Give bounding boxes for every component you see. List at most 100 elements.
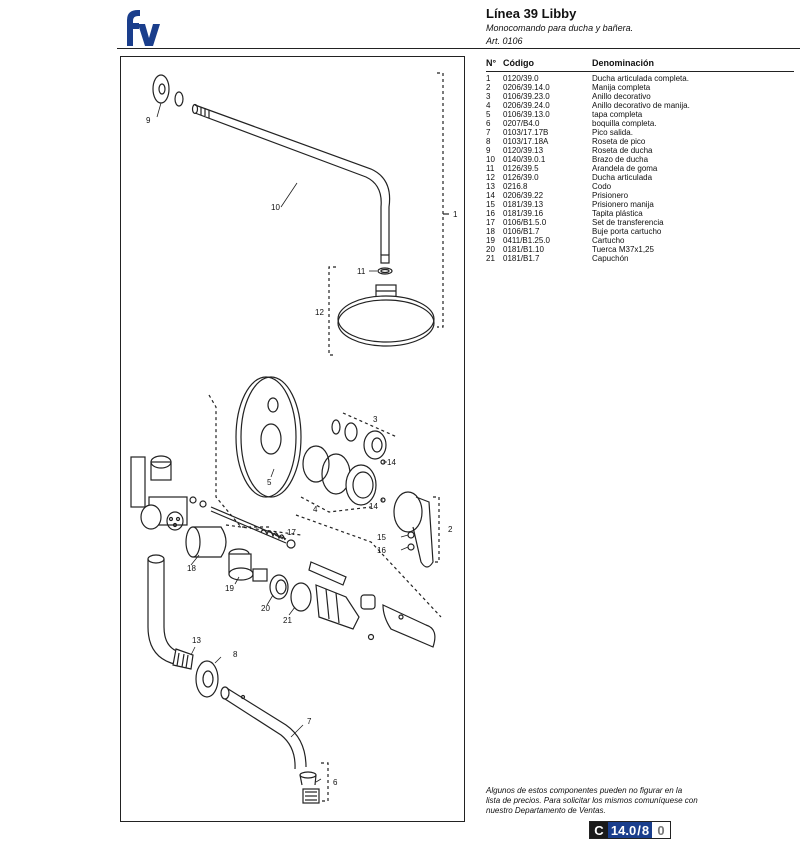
- table-row: 5 0106/39.13.0 tapa completa: [486, 110, 794, 119]
- valve-body-part: [130, 455, 188, 531]
- page-code-sub: 8: [641, 822, 650, 838]
- callout-4: 4: [313, 505, 318, 514]
- row-name: Ducha articulada: [592, 173, 653, 182]
- row-code: 0140/39.0.1: [503, 155, 546, 164]
- diverter-part: [308, 561, 436, 648]
- table-row: 3 0106/39.23.0 Anillo decorativo: [486, 92, 794, 101]
- page-code-tail: 0: [652, 822, 670, 838]
- row-code: 0120/39.0: [503, 74, 539, 83]
- row-number: 17: [486, 218, 495, 227]
- callout-3: 3: [373, 415, 378, 424]
- callout-14a: 14: [387, 458, 396, 467]
- table-row: 8 0103/17.18A Roseta de pico: [486, 137, 794, 146]
- footnote: Algunos de estos componentes pueden no f…: [486, 786, 698, 815]
- row-name: Roseta de ducha: [592, 146, 653, 155]
- spout-rosette-part: [195, 660, 219, 698]
- callout-6: 6: [333, 778, 338, 787]
- nut-part: [269, 574, 289, 600]
- row-number: 9: [486, 146, 491, 155]
- row-number: 19: [486, 236, 495, 245]
- row-code: 0216.8: [503, 182, 528, 191]
- callout-15: 15: [377, 533, 386, 542]
- row-code: 0103/17.18A: [503, 137, 549, 146]
- row-number: 2: [486, 83, 491, 92]
- row-name: Tuerca M37x1,25: [592, 245, 654, 254]
- header-number: N°: [486, 58, 503, 72]
- callout-17: 17: [287, 528, 296, 537]
- callout-16: 16: [377, 546, 386, 555]
- callout-8: 8: [233, 650, 238, 659]
- row-name: tapa completa: [592, 110, 643, 119]
- cartridge-bushing-part: [185, 526, 227, 558]
- header: Línea 39 Libby Monocomando para ducha y …: [486, 6, 633, 48]
- elbow-part: [147, 554, 194, 670]
- callout-20: 20: [261, 604, 270, 613]
- row-code: 0103/17.17B: [503, 128, 549, 137]
- shower-rosette-part: [152, 74, 184, 107]
- row-code: 0206/39.14.0: [503, 83, 550, 92]
- article-number: Art. 0106: [486, 36, 523, 46]
- row-number: 5: [486, 110, 491, 119]
- page-code-letter: C: [590, 822, 608, 838]
- exploded-drawing-frame: 9 10 1 11 12 3 5 14 14 4 2 15 16 17 18 1…: [120, 56, 465, 822]
- row-number: 14: [486, 191, 495, 200]
- row-code: 0206/39.24.0: [503, 101, 550, 110]
- callout-19: 19: [225, 584, 234, 593]
- handle-part: [393, 491, 434, 568]
- page-code: C 14.0 / 8 0: [589, 821, 671, 839]
- page-title: Línea 39 Libby: [486, 6, 577, 21]
- row-name: Roseta de pico: [592, 137, 646, 146]
- page-subtitle: Monocomando para ducha y bañera.: [486, 23, 634, 33]
- row-name: Capuchón: [592, 254, 629, 263]
- callout-10: 10: [271, 203, 280, 212]
- row-number: 1: [486, 74, 491, 83]
- cartridge-part: [228, 548, 268, 582]
- row-code: 0126/39.5: [503, 164, 539, 173]
- row-code: 0106/B1.7: [503, 227, 540, 236]
- row-name: Prisionero manija: [592, 200, 654, 209]
- row-number: 3: [486, 92, 491, 101]
- callout-9: 9: [146, 116, 151, 125]
- row-name: Cartucho: [592, 236, 625, 245]
- row-name: Ducha articulada completa.: [592, 74, 689, 83]
- row-code: 0206/39.22: [503, 191, 544, 200]
- shower-head-part: [337, 284, 435, 347]
- row-number: 6: [486, 119, 491, 128]
- spout-part: [220, 686, 307, 770]
- callout-12: 12: [315, 308, 324, 317]
- row-number: 8: [486, 137, 491, 146]
- row-name: Tapita plástica: [592, 209, 643, 218]
- row-name: Brazo de ducha: [592, 155, 649, 164]
- callout-7: 7: [307, 717, 312, 726]
- table-row: 16 0181/39.16 Tapita plástica: [486, 209, 794, 218]
- row-number: 16: [486, 209, 495, 218]
- row-code: 0181/39.16: [503, 209, 544, 218]
- callout-18: 18: [187, 564, 196, 573]
- callout-21: 21: [283, 616, 292, 625]
- callout-2: 2: [448, 525, 453, 534]
- row-number: 20: [486, 245, 495, 254]
- row-code: 0126/39.0: [503, 173, 539, 182]
- table-row: 14 0206/39.22 Prisionero: [486, 191, 794, 200]
- row-code: 0106/B1.5.0: [503, 218, 547, 227]
- row-name: Anillo decorativo: [592, 92, 651, 101]
- row-name: Prisionero: [592, 191, 629, 200]
- row-code: 0106/39.13.0: [503, 110, 550, 119]
- table-row: 1 0120/39.0 Ducha articulada completa.: [486, 72, 794, 84]
- row-number: 13: [486, 182, 495, 191]
- row-code: 0106/39.23.0: [503, 92, 550, 101]
- handle-ring-part: [302, 445, 377, 506]
- header-code: Código: [503, 58, 592, 72]
- cover-plate-part: [235, 376, 302, 498]
